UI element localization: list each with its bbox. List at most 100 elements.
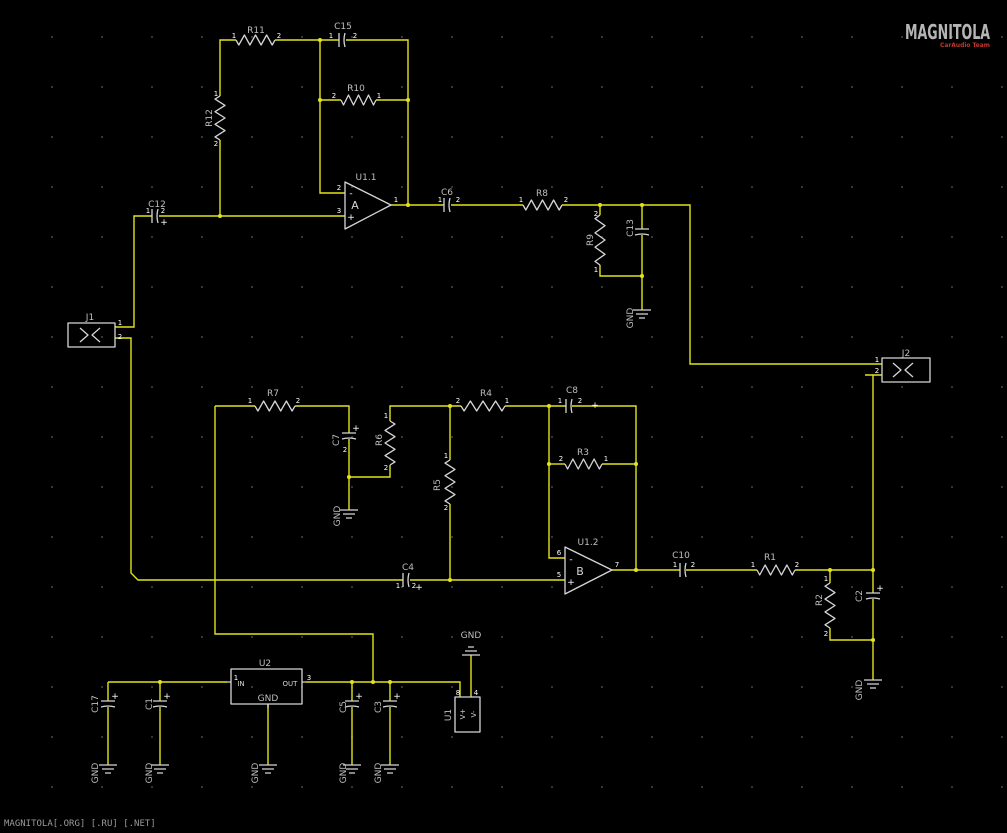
grid-dot xyxy=(551,86,553,88)
pin-number: 2 xyxy=(412,582,416,590)
grid-dot xyxy=(851,486,853,488)
resistor-r5[interactable] xyxy=(444,459,456,505)
capacitor-c1[interactable] xyxy=(152,700,168,708)
junction-dot xyxy=(218,214,222,218)
grid-dot xyxy=(801,536,803,538)
junction-dot xyxy=(406,98,410,102)
grid-dot xyxy=(101,636,103,638)
resistor-r12[interactable] xyxy=(214,95,226,141)
grid-dot xyxy=(651,136,653,138)
pin-number: 1 xyxy=(604,455,608,463)
grid-dot xyxy=(51,86,53,88)
grid-dot xyxy=(51,36,53,38)
grid-dot xyxy=(901,36,903,38)
capacitor-c10[interactable] xyxy=(679,562,687,578)
grid-dot xyxy=(851,586,853,588)
resistor-r10[interactable] xyxy=(340,94,377,106)
capacitor-c8[interactable] xyxy=(565,398,573,414)
grid-dot xyxy=(101,536,103,538)
grid-dot xyxy=(351,36,353,38)
resistor-r7[interactable] xyxy=(254,400,296,412)
grid-dot xyxy=(451,586,453,588)
resistor-r9[interactable] xyxy=(594,214,606,266)
resistor-r3[interactable] xyxy=(564,458,603,470)
grid-dot xyxy=(151,36,153,38)
grid-dot xyxy=(701,686,703,688)
grid-dot xyxy=(101,586,103,588)
grid-dot xyxy=(851,786,853,788)
capacitor-c12[interactable] xyxy=(151,208,159,224)
power-pin-vminus: V- xyxy=(470,710,478,717)
grid-dot xyxy=(301,436,303,438)
grid-dot xyxy=(1001,186,1003,188)
grid-dot xyxy=(751,86,753,88)
opamp-u1-1[interactable] xyxy=(344,181,392,230)
capacitor-c15[interactable] xyxy=(338,32,346,48)
pin-number: 1 xyxy=(519,196,523,204)
capacitor-c6[interactable] xyxy=(443,197,451,213)
resistor-r11[interactable] xyxy=(235,34,276,46)
grid-dot xyxy=(751,436,753,438)
regulator-u2[interactable] xyxy=(230,668,303,705)
ground-symbol xyxy=(259,764,277,774)
grid-dot xyxy=(351,636,353,638)
grid-dot xyxy=(501,436,503,438)
connector-j2[interactable] xyxy=(881,357,931,383)
resistor-r8[interactable] xyxy=(522,199,563,211)
grid-dot xyxy=(801,136,803,138)
label-r12: R12 xyxy=(205,109,215,127)
capacitor-c7[interactable] xyxy=(341,432,357,440)
grid-dot xyxy=(601,636,603,638)
grid-dot xyxy=(551,786,553,788)
grid-dot xyxy=(301,336,303,338)
resistor-r4[interactable] xyxy=(460,400,506,412)
grid-dot xyxy=(201,86,203,88)
polarity-plus: + xyxy=(163,692,171,702)
label-r3: R3 xyxy=(577,448,589,458)
pin-number: 2 xyxy=(578,397,582,405)
grid-dot xyxy=(801,386,803,388)
grid-dot xyxy=(501,636,503,638)
grid-dot xyxy=(351,86,353,88)
capacitor-c4[interactable] xyxy=(402,572,410,588)
pin-number: 1 xyxy=(875,356,879,364)
resistor-r6[interactable] xyxy=(384,420,396,466)
grid-dot xyxy=(401,736,403,738)
grid-dot xyxy=(751,36,753,38)
capacitor-c13[interactable] xyxy=(634,228,650,236)
grid-dot xyxy=(651,486,653,488)
pin-number: 2 xyxy=(343,446,347,454)
grid-dot xyxy=(401,536,403,538)
capacitor-c2[interactable] xyxy=(865,592,881,600)
capacitor-c17[interactable] xyxy=(100,700,116,708)
capacitor-c5[interactable] xyxy=(344,700,360,708)
resistor-r2[interactable] xyxy=(824,582,836,629)
capacitor-c3[interactable] xyxy=(382,700,398,708)
grid-dot xyxy=(251,86,253,88)
pin-number: 2 xyxy=(332,92,336,100)
grid-dot xyxy=(601,436,603,438)
grid-dot xyxy=(701,86,703,88)
ground-label: GND xyxy=(145,763,155,784)
grid-dot xyxy=(601,686,603,688)
opamp-u1-2[interactable] xyxy=(564,546,613,595)
label-r6: R6 xyxy=(375,434,385,446)
opamp-power-u1[interactable] xyxy=(454,696,481,733)
pin-number: 1 xyxy=(248,397,252,405)
grid-dot xyxy=(601,586,603,588)
grid-dot xyxy=(501,686,503,688)
grid-dot xyxy=(851,636,853,638)
grid-dot xyxy=(301,586,303,588)
grid-dot xyxy=(301,536,303,538)
components[interactable] xyxy=(67,32,931,774)
junction-dot xyxy=(347,475,351,479)
grid-dot xyxy=(601,536,603,538)
grid-dot xyxy=(751,136,753,138)
resistor-r1[interactable] xyxy=(756,564,796,576)
grid-dot xyxy=(151,736,153,738)
grid-dot xyxy=(51,236,53,238)
connector-j1[interactable] xyxy=(67,322,116,348)
grid-dot xyxy=(851,336,853,338)
junction-dot xyxy=(634,568,638,572)
